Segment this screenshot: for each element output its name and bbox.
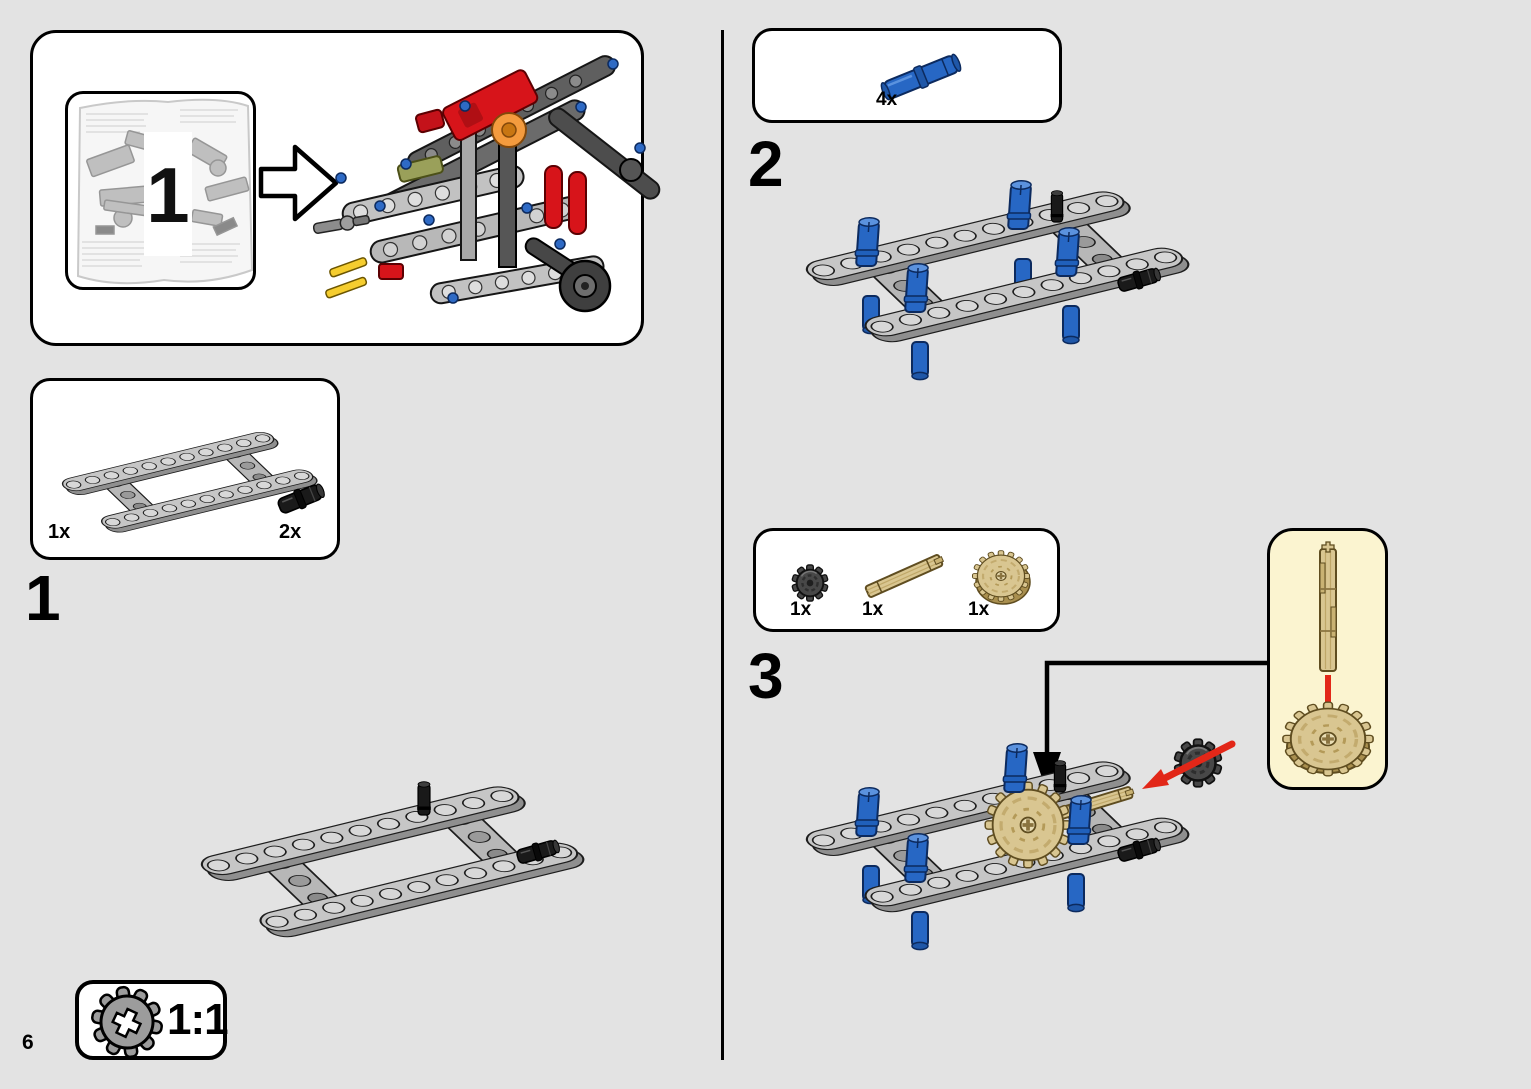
frame-part — [193, 782, 592, 942]
parts-bag-image: 1 — [76, 98, 254, 285]
tan-axle-vertical — [1319, 541, 1337, 672]
step2-number: 2 — [748, 128, 784, 200]
part-count: 1x — [790, 599, 812, 620]
step2-illustration — [798, 179, 1197, 381]
bag-print-lines — [82, 109, 240, 267]
blue-pin-icon — [877, 50, 965, 104]
part-count: 2x — [279, 521, 302, 543]
tan-gear-placed — [983, 780, 1073, 870]
step3-illustration — [798, 660, 1267, 951]
tan-gear-detail — [1281, 700, 1375, 778]
arrow-right-icon — [258, 144, 339, 222]
down-arrow-icon — [1033, 752, 1061, 792]
step3-parts-icons — [790, 549, 1031, 605]
part-count: 4x — [876, 89, 898, 110]
tan-axle-icon — [864, 552, 946, 599]
step1-parts-box: 1x 2x — [30, 378, 340, 560]
bag-box: 1 — [65, 91, 256, 290]
callout-leader-line — [1033, 660, 1267, 792]
scale-ratio-label: 1:1 — [167, 995, 229, 1044]
assembly-preview-image — [312, 55, 661, 313]
bag-intro-box: 1 — [30, 30, 661, 346]
callout-illustration — [1281, 541, 1375, 778]
black-pin-standing — [1052, 760, 1068, 793]
page-number: 6 — [22, 1031, 34, 1054]
step3-parts-box: 1x 1x 1x — [753, 528, 1060, 632]
gear-icon — [84, 979, 170, 1065]
axle-gear-callout — [1267, 528, 1388, 790]
part-count: 1x — [48, 521, 71, 543]
dark-gear-icon — [790, 563, 830, 603]
universal-joint — [312, 214, 370, 234]
step2-parts-box: 4x — [752, 28, 1062, 123]
blue-pin-tips — [335, 58, 646, 304]
step3-number: 3 — [748, 640, 784, 712]
column-divider — [721, 30, 724, 1060]
black-pin-standing — [416, 781, 432, 816]
bag-number-strip — [144, 132, 192, 256]
part-count: 1x — [968, 599, 990, 620]
tan-gear-icon — [971, 549, 1031, 605]
part-count: 1x — [862, 599, 884, 620]
bag-number: 1 — [146, 151, 189, 239]
scale-box: 1:1 — [75, 979, 229, 1065]
black-pin-standing — [1049, 190, 1065, 223]
step1-number: 1 — [25, 562, 61, 634]
red-insert-arrow-icon — [1142, 740, 1236, 789]
assembly-details — [312, 112, 643, 313]
